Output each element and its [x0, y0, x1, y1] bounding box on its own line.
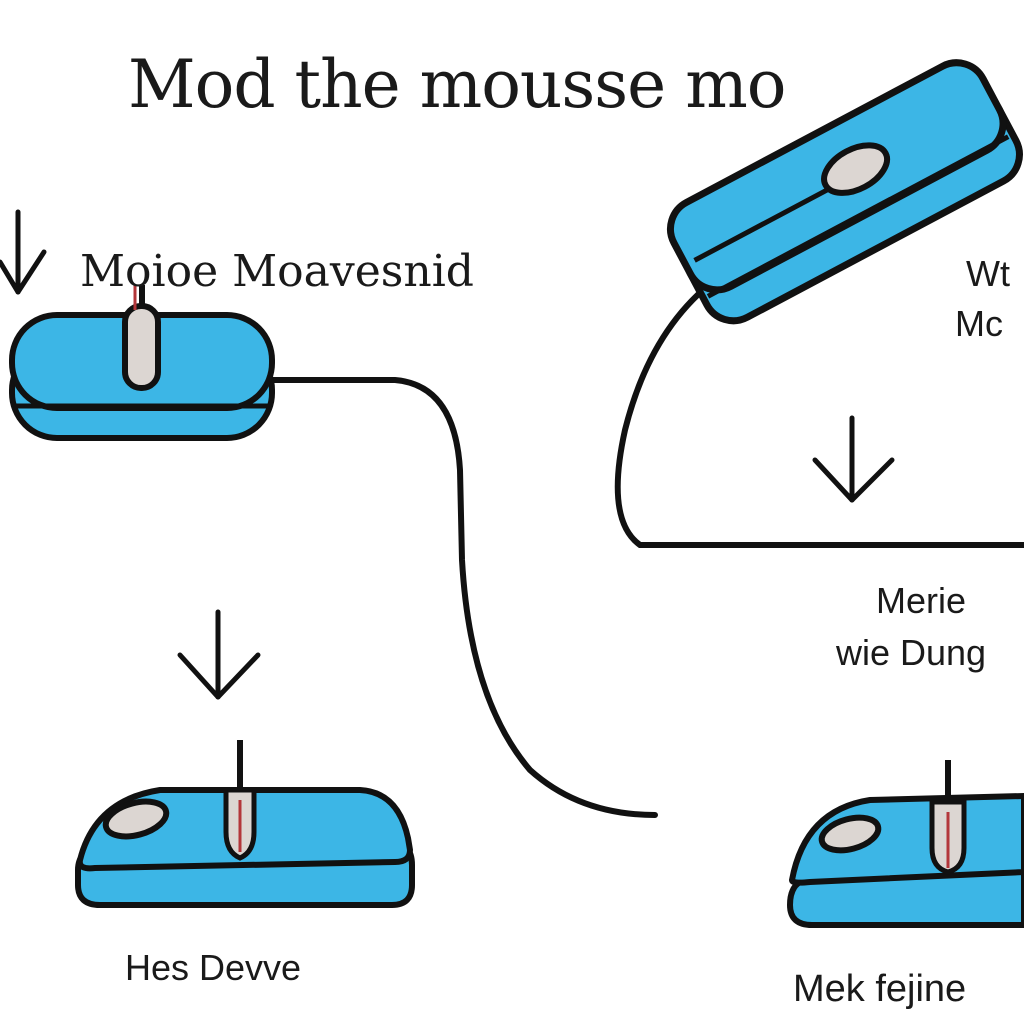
- cables: [269, 277, 1024, 818]
- down-arrow-icon: [177, 609, 261, 700]
- down-arrow-icon: [0, 209, 47, 295]
- label-right-mid-1: Merie: [876, 580, 967, 621]
- label-right-mid-2: wie Dung: [836, 632, 987, 673]
- mouse-icon: [9, 285, 275, 441]
- label-right-top-1: Wt: [966, 253, 1010, 294]
- label-bottom-right: Mek fejine: [793, 968, 967, 1010]
- label-right-top-2: Mc: [955, 303, 1003, 344]
- cable-left-to-bottom: [269, 377, 658, 818]
- label-left-heading: Moioe Moavesnid: [80, 246, 474, 297]
- mouse-icon: [786, 760, 1024, 928]
- mouse-icon: [666, 59, 1023, 325]
- mouse-icon: [75, 740, 415, 908]
- label-bottom-left: Hes Devve: [125, 947, 302, 988]
- cable-right-loop: [614, 277, 1024, 548]
- diagram-title: Mod the mousse mo: [128, 46, 787, 123]
- down-arrow-icon: [812, 415, 895, 503]
